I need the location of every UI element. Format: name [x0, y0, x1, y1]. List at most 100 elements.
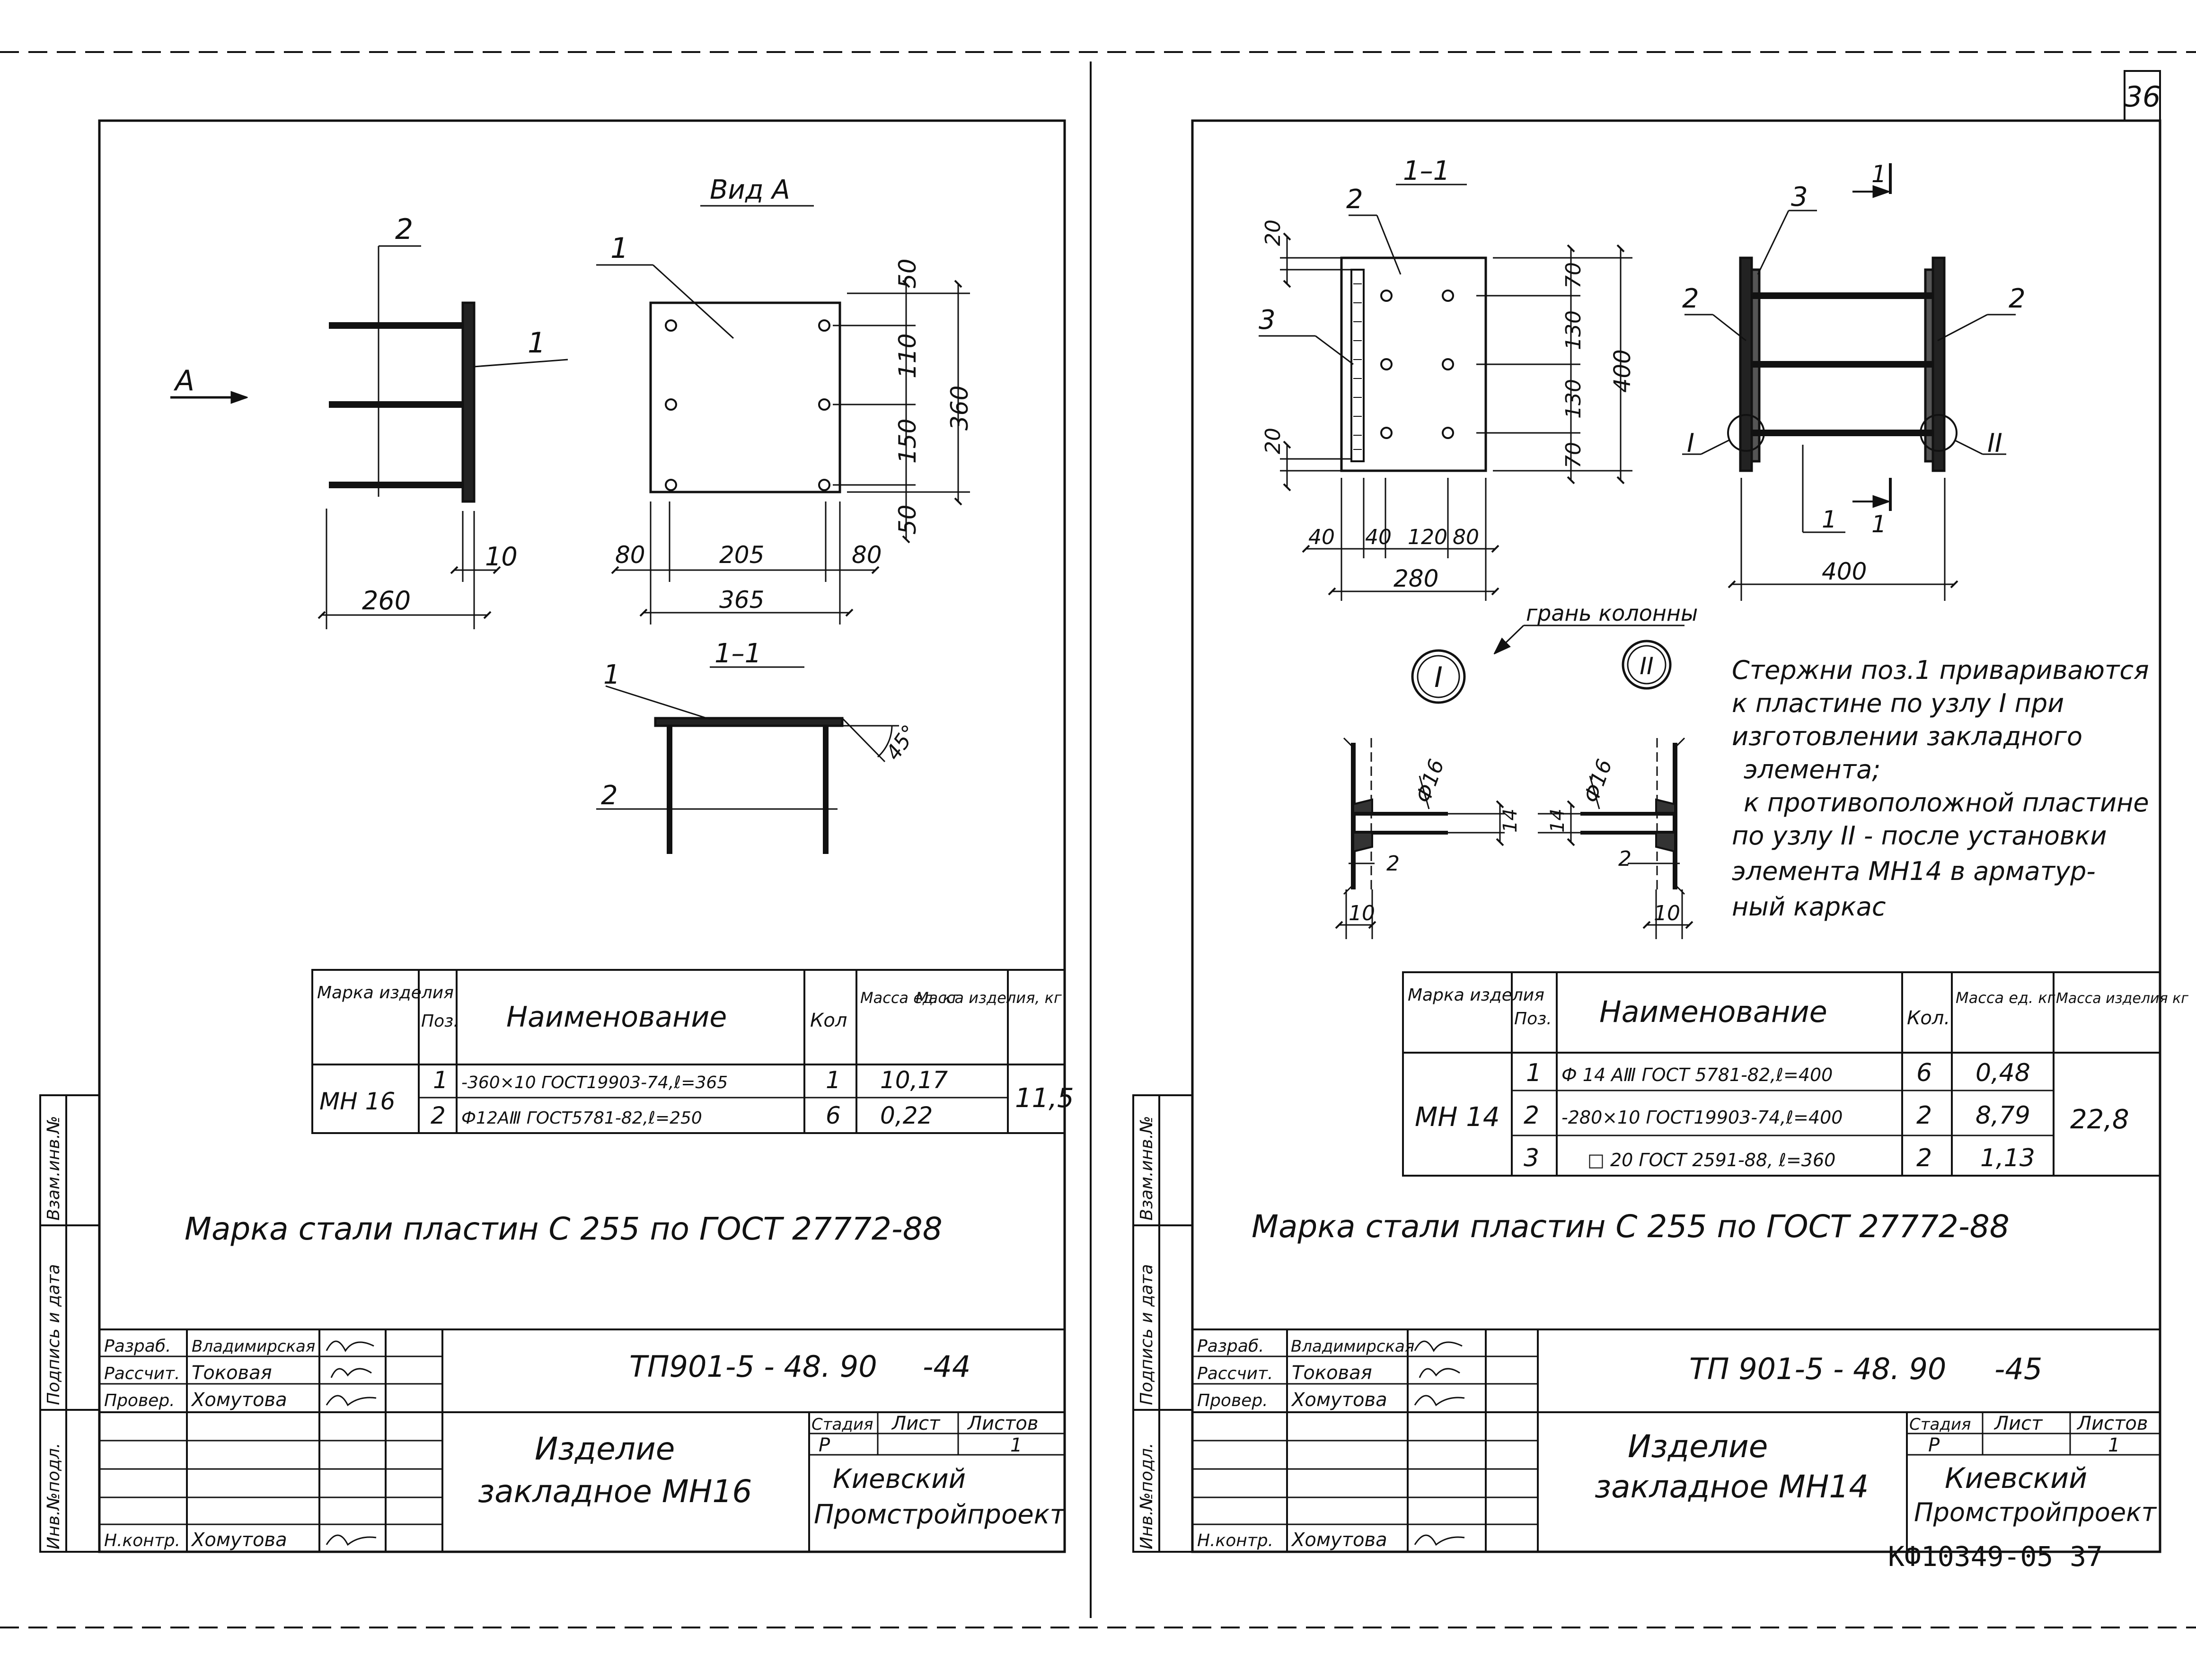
node1-d10: 10 — [1349, 901, 1375, 925]
right-dim-130a: 130 — [1561, 310, 1586, 350]
left-section-title: 1–1 — [714, 638, 761, 669]
node2-phi16: Ф16 — [1579, 756, 1617, 806]
right-cell-pos2: 2 — [1524, 1101, 1539, 1130]
sidebar-vzam-r: Взам.инв.№ — [1137, 1116, 1156, 1221]
right-dim-400v: 400 — [1609, 349, 1636, 393]
left-th-pos: Поз. — [421, 1012, 459, 1031]
right-th-name: Наименование — [1599, 994, 1827, 1029]
left-section-pos1: 1 — [603, 660, 620, 690]
right-stage: Р — [1928, 1434, 1940, 1456]
left-cell-qty1: 1 — [826, 1066, 841, 1094]
left-cell-qty2: 6 — [826, 1102, 841, 1129]
left-dim-80b: 80 — [852, 541, 882, 569]
right-dim-120: 120 — [1408, 525, 1447, 549]
left-plate-studs — [665, 319, 830, 491]
left-role-4: Н.контр. — [104, 1531, 180, 1550]
left-org-2: Промстройпроект — [814, 1499, 1066, 1530]
right-cell-name2: -280×10 ГОСТ19903-74,ℓ=400 — [1561, 1107, 1843, 1128]
right-dim-130b: 130 — [1561, 379, 1586, 419]
left-dim-110: 110 — [894, 334, 921, 378]
note-line: к пластине по узлу I при — [1732, 688, 2064, 718]
left-name-3: Хомутова — [191, 1389, 287, 1411]
left-spec-table — [311, 969, 1066, 1134]
note-line: изготовлении закладного — [1732, 721, 2082, 751]
right-role-2: Рассчит. — [1197, 1364, 1273, 1383]
right-cell-name1: Ф 14 АⅢ ГОСТ 5781-82,ℓ=400 — [1561, 1064, 1833, 1085]
node2-d14: 14 — [1547, 809, 1569, 833]
left-cell-mass1: 10,17 — [880, 1066, 948, 1094]
left-th-mass: Масса ед. кг — [860, 989, 960, 1007]
left-item-title-1: Изделие — [535, 1431, 675, 1467]
node-details — [1335, 737, 1693, 939]
node1-d14: 14 — [1499, 809, 1521, 833]
archive-code: КФ10349-05 37 — [1888, 1540, 2103, 1573]
left-dim-365: 365 — [719, 586, 764, 614]
right-side-node2: II — [1987, 428, 2002, 458]
right-item-title-1: Изделие — [1628, 1428, 1768, 1465]
left-role-1: Разраб. — [104, 1337, 171, 1356]
right-plate-studs — [1380, 290, 1454, 439]
right-name-3: Хомутова — [1291, 1389, 1387, 1411]
right-cell-pos3: 3 — [1524, 1144, 1539, 1172]
sidebar-podpis: Подпись и дата — [44, 1264, 63, 1405]
page-number: 36 — [2125, 80, 2161, 114]
right-side-node1: I — [1687, 428, 1694, 458]
right-side-pos2b: 2 — [2009, 283, 2026, 314]
left-name-1: Владимирская — [192, 1337, 315, 1356]
left-lists-header: Листов — [967, 1413, 1038, 1434]
note-line: к противоположной пластине — [1744, 788, 2149, 818]
right-side-pos2a: 2 — [1682, 283, 1699, 314]
right-th-qty: Кол. — [1907, 1007, 1950, 1029]
right-section-mark-top: 1 — [1871, 160, 1887, 188]
right-cell-mass3: 1,13 — [1980, 1144, 2035, 1172]
left-dim-205: 205 — [719, 541, 764, 569]
right-stage-header: Стадия — [1909, 1415, 1971, 1434]
left-plate-pos1: 1 — [610, 232, 628, 265]
column-face-label: грань колонны — [1526, 600, 1698, 626]
left-dim-50b: 50 — [894, 504, 921, 535]
right-th-mass: Масса ед. кг — [1956, 989, 2055, 1007]
right-note: Стержни поз.1 привариваются к пластине п… — [1732, 655, 2149, 922]
right-list-header: Лист — [1993, 1413, 2043, 1434]
left-cell-name1: -360×10 ГОСТ19903-74,ℓ=365 — [461, 1073, 728, 1092]
right-role-1: Разраб. — [1197, 1337, 1264, 1356]
right-spec-table — [1402, 971, 2161, 1177]
left-arrow-a: А — [173, 364, 194, 397]
note-line: по узлу II - после установки — [1732, 821, 2107, 851]
note-line: элемента МН14 в арматур- — [1732, 856, 2096, 886]
left-cell-pos1: 1 — [433, 1066, 448, 1094]
left-th-qty: Кол — [810, 1010, 847, 1031]
right-plate-pos3: 3 — [1259, 305, 1276, 335]
left-item-title-2: закладное МН16 — [478, 1473, 752, 1510]
right-dim-280: 280 — [1393, 565, 1438, 592]
right-th-pos: Поз. — [1514, 1009, 1552, 1029]
right-cell-mass2: 8,79 — [1976, 1101, 2030, 1130]
left-side-pos2: 2 — [395, 213, 413, 246]
node-callout-2: II — [1640, 652, 1654, 680]
right-title-block — [1191, 1328, 2161, 1553]
right-cell-qty1: 6 — [1916, 1059, 1932, 1087]
sidebar-podpis-r: Подпись и дата — [1137, 1264, 1156, 1405]
right-section-mark-bot: 1 — [1871, 510, 1887, 538]
left-cell-name2: Ф12АⅢ ГОСТ5781-82,ℓ=250 — [461, 1108, 702, 1128]
right-name-4: Хомутова — [1291, 1529, 1387, 1551]
left-stage: Р — [819, 1434, 830, 1456]
right-doc-code: ТП 901-5 - 48. 90 — [1689, 1352, 1946, 1386]
node2-d10: 10 — [1654, 901, 1680, 925]
left-section-pos2: 2 — [601, 780, 618, 811]
right-side-view — [1682, 163, 2016, 601]
right-cell-mass1: 0,48 — [1976, 1059, 2030, 1087]
left-dim-10: 10 — [485, 542, 518, 572]
left-sidebar — [39, 1094, 100, 1553]
left-dim-260: 260 — [362, 586, 411, 616]
right-doc-suffix: -45 — [1994, 1352, 2042, 1386]
note-line: элемента; — [1744, 755, 1880, 784]
left-name-4: Хомутова — [191, 1529, 287, 1551]
left-cell-mark: МН 16 — [319, 1088, 395, 1115]
left-dim-150: 150 — [894, 419, 921, 464]
node2-d2: 2 — [1618, 847, 1632, 871]
node1-phi16: Ф16 — [1411, 756, 1449, 806]
right-dim-70b: 70 — [1561, 442, 1586, 468]
right-side-pos3: 3 — [1791, 182, 1808, 212]
right-signatures — [1414, 1340, 1465, 1546]
